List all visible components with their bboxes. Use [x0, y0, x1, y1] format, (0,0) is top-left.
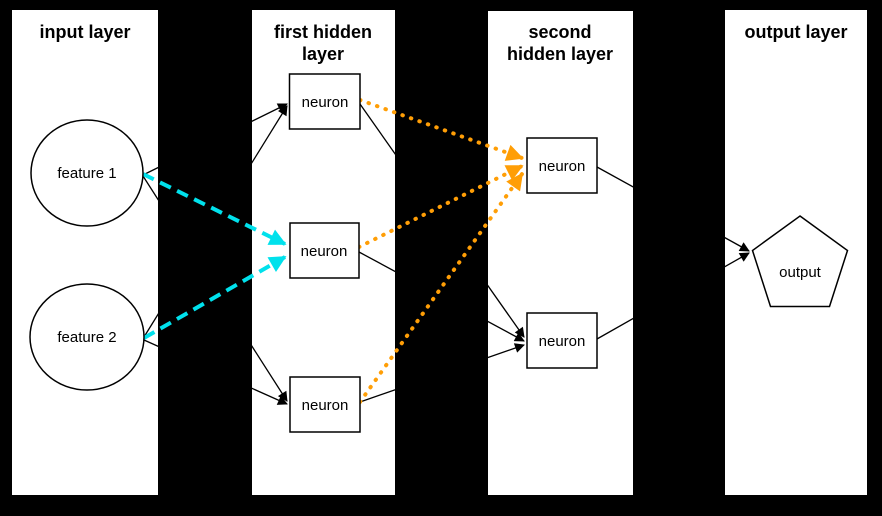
feature2-circle — [29, 283, 145, 391]
edge-h1bottom-h2bottom — [359, 343, 525, 403]
edge-feature1-h1mid — [142, 172, 287, 246]
output-layer-title: output layer — [744, 22, 847, 42]
second-hidden-layer-title-line1: second — [528, 22, 591, 42]
second-hidden-layer-title-line2: hidden layer — [507, 44, 613, 64]
h1-bottom-box — [289, 376, 361, 433]
h1-mid-box — [289, 222, 360, 279]
solid-edges — [142, 103, 750, 405]
first-hidden-layer-title-line1: first hidden — [274, 22, 372, 42]
edge-h1bottom-h2top — [358, 172, 524, 404]
h2-bottom-box — [526, 312, 598, 369]
h1-top-label: neuron — [302, 94, 349, 111]
node-feature1: feature 1 — [30, 119, 144, 227]
edge-feature2-h1bottom — [143, 339, 288, 405]
edge-feature1-h1bottom — [142, 175, 288, 402]
orange-dotted-edges — [357, 98, 524, 404]
h1-mid-label: neuron — [301, 243, 348, 260]
edge-feature1-h1top — [142, 103, 288, 176]
first-hidden-layer-title-line2: layer — [302, 44, 344, 64]
h2-top-label: neuron — [539, 158, 586, 175]
node-feature2: feature 2 — [29, 283, 145, 391]
node-h1-mid: neuron — [289, 222, 360, 279]
node-h2-bottom: neuron — [526, 312, 598, 369]
edge-h1top-h2top — [358, 98, 524, 161]
input-layer-title: input layer — [39, 22, 130, 42]
h1-bottom-label: neuron — [302, 397, 349, 414]
feature1-label: feature 1 — [57, 165, 116, 182]
feature1-circle — [30, 119, 144, 227]
edge-feature2-h1top — [143, 105, 288, 338]
node-h2-top: neuron — [526, 137, 598, 194]
output-label: output — [779, 264, 822, 281]
h1-top-box — [288, 73, 361, 130]
edge-h1mid-h2bottom — [358, 251, 525, 342]
node-h1-top: neuron — [288, 73, 361, 130]
node-output: output — [751, 215, 849, 308]
edge-h1mid-h2top — [357, 164, 524, 249]
cyan-dashed-edges — [142, 172, 287, 340]
edge-h2bottom-output — [596, 252, 750, 340]
h2-top-box — [526, 137, 598, 194]
edge-feature2-h1mid — [143, 255, 287, 340]
edge-h2top-output — [596, 166, 750, 252]
feature2-label: feature 2 — [57, 329, 116, 346]
node-h1-bottom: neuron — [289, 376, 361, 433]
input-layer-panel — [12, 10, 158, 495]
second-hidden-layer-panel — [488, 11, 633, 495]
edge-h1top-h2bottom — [359, 103, 525, 338]
h2-bottom-label: neuron — [539, 333, 586, 350]
output-pentagon — [751, 215, 849, 308]
